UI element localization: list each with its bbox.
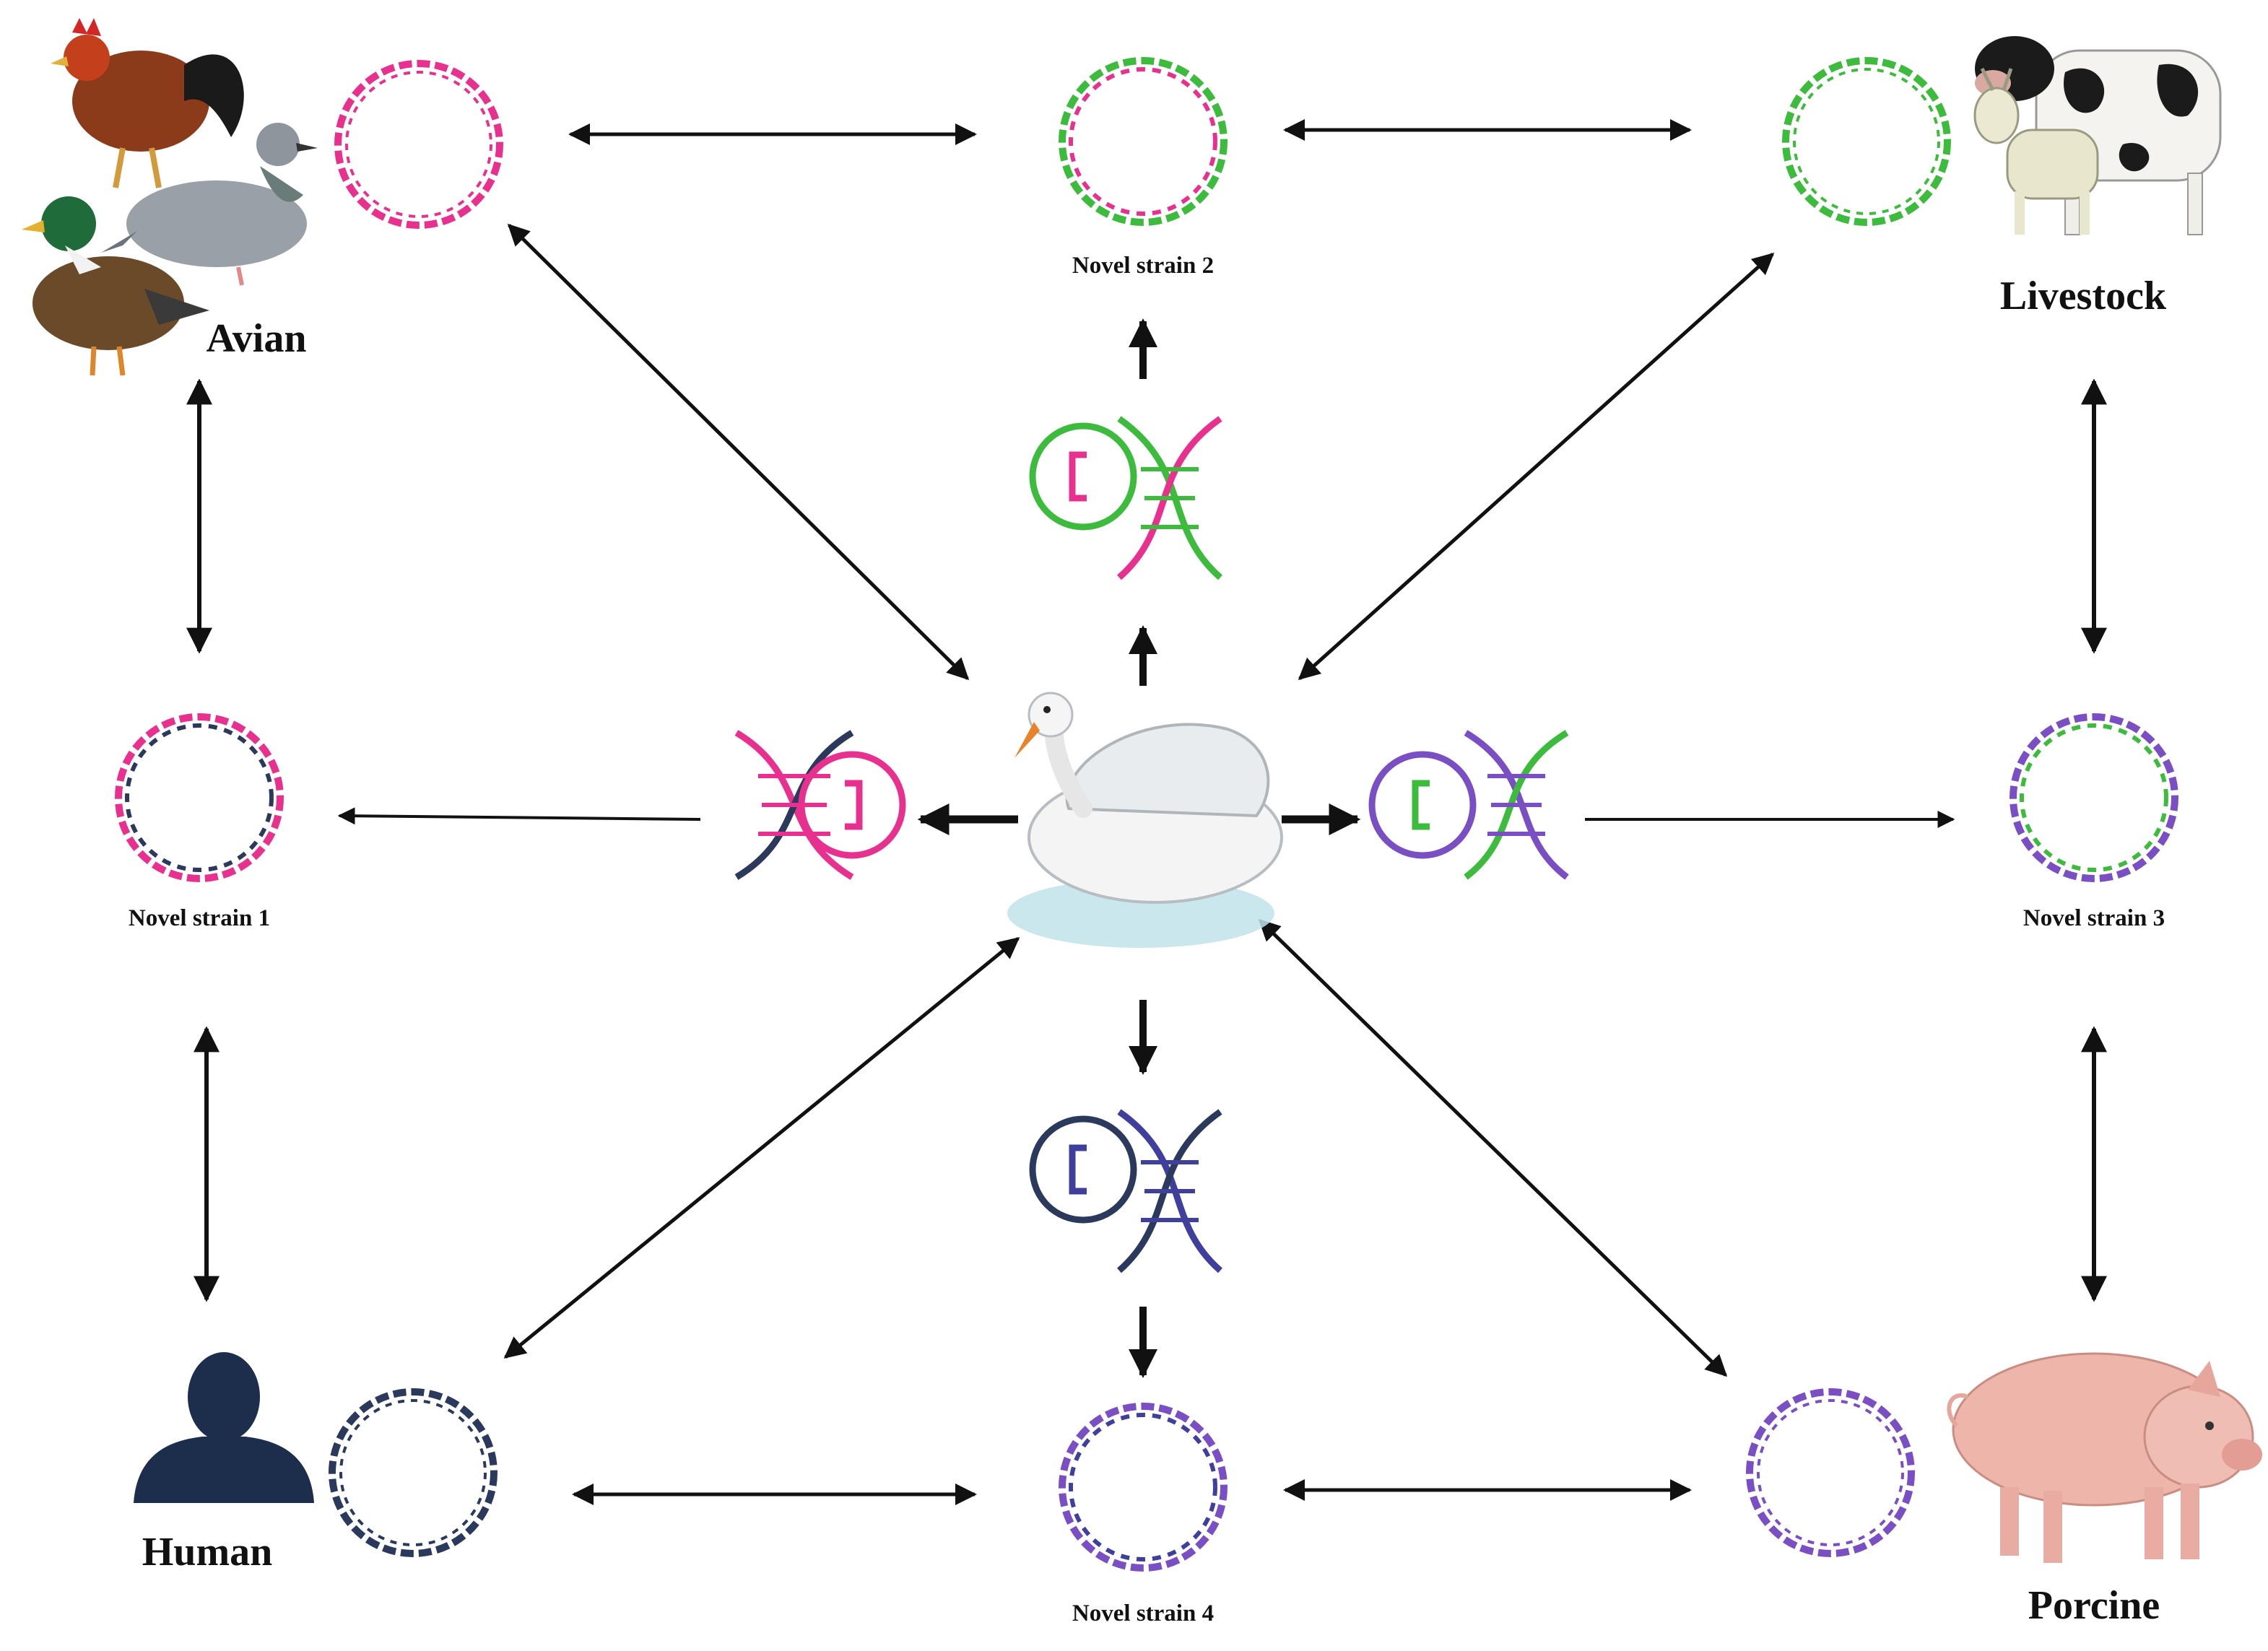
arrows	[186, 119, 2107, 1505]
goat-icon	[1973, 67, 2099, 235]
label-novel-strain-2: Novel strain 2	[1072, 253, 1214, 279]
genome-ring-strain3	[2010, 713, 2178, 882]
genome-ring-strain1	[115, 713, 284, 882]
arrow-livestock-center	[1298, 252, 1775, 681]
duck-icon	[22, 196, 209, 376]
arrow-porcine-center	[1258, 918, 1728, 1377]
swan-icon	[1007, 692, 1283, 948]
label-novel-strain-3: Novel strain 3	[2023, 905, 2165, 931]
human-icon	[134, 1352, 314, 1503]
dna-reassortment-icon-bottom	[1029, 1109, 1222, 1273]
label-avian: Avian	[207, 316, 307, 361]
genome-ring-human	[329, 1388, 498, 1557]
arrow-avian-center	[507, 223, 970, 681]
rooster-icon	[51, 18, 244, 188]
dna-reassortment-icon-top	[1029, 416, 1222, 580]
arrow-dna-to-strain1	[337, 807, 701, 825]
livestock-host-illustration	[1973, 36, 2222, 235]
dna-reassortment-icon-left	[734, 730, 906, 880]
dna-reassortment-icon-right	[1368, 730, 1569, 880]
label-human: Human	[142, 1530, 273, 1574]
label-novel-strain-4: Novel strain 4	[1072, 1600, 1214, 1626]
avian-host-illustration	[22, 18, 318, 376]
pig-icon	[1947, 1352, 2262, 1563]
genome-ring-porcine	[1746, 1388, 1915, 1557]
label-livestock: Livestock	[2000, 274, 2167, 318]
genome-ring-livestock	[1782, 57, 1951, 226]
pigeon-icon	[101, 123, 318, 286]
genome-ring-avian	[334, 60, 503, 229]
label-porcine: Porcine	[2028, 1583, 2160, 1628]
label-novel-strain-1: Novel strain 1	[129, 905, 270, 931]
arrow-human-center	[503, 937, 1020, 1359]
genome-ring-strain4	[1059, 1403, 1228, 1572]
genome-ring-strain2	[1059, 57, 1228, 226]
